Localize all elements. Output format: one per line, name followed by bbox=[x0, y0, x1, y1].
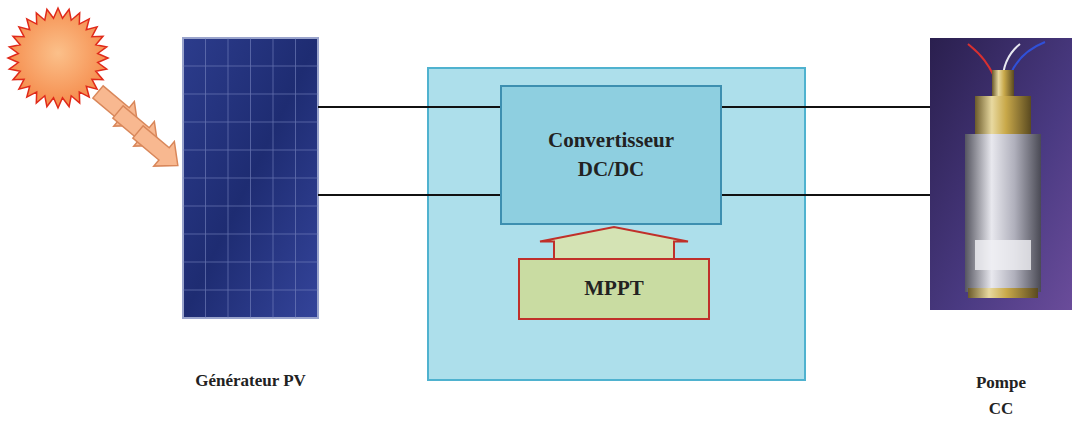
pump-body bbox=[965, 134, 1041, 194]
pv-grid-line bbox=[183, 150, 318, 151]
pump-picture bbox=[930, 38, 1072, 310]
wire-line bbox=[318, 194, 500, 196]
sunlight-arrows bbox=[88, 80, 188, 178]
ray-arrow bbox=[128, 120, 188, 178]
pv-grid-line bbox=[183, 262, 318, 263]
wire-line bbox=[722, 194, 930, 196]
wire-connector bbox=[318, 107, 500, 108]
pump-fitting bbox=[992, 70, 1014, 98]
mppt-box: MPPT bbox=[518, 258, 710, 320]
dc-pump: Pompe CC bbox=[930, 38, 1072, 310]
block-label: MPPT bbox=[584, 274, 643, 303]
converter-box: Convertisseur DC/DC bbox=[500, 85, 722, 225]
control-block-arrow bbox=[540, 227, 688, 259]
wire-connector bbox=[722, 195, 930, 196]
pv-generator: Générateur PV bbox=[183, 38, 318, 318]
pump-head bbox=[975, 96, 1031, 136]
pv-grid-line bbox=[183, 234, 318, 235]
wire-connector bbox=[722, 107, 930, 108]
sun-icon bbox=[8, 8, 108, 108]
pump-sticker bbox=[975, 240, 1031, 270]
pv-frame bbox=[183, 38, 318, 318]
component-label: Générateur PV bbox=[166, 368, 336, 394]
component-label: Pompe CC bbox=[966, 370, 1036, 423]
wire-connector bbox=[318, 195, 500, 196]
pv-grid-line bbox=[183, 66, 318, 67]
wire-line bbox=[318, 106, 500, 108]
block-label: Convertisseur DC/DC bbox=[531, 126, 691, 185]
pump-background bbox=[930, 38, 1072, 310]
block-arrow-shape bbox=[540, 227, 688, 259]
pv-grid-line bbox=[183, 206, 318, 207]
pump-motor bbox=[965, 192, 1041, 292]
pv-grid-line bbox=[183, 290, 318, 291]
wire-line bbox=[722, 106, 930, 108]
pv-grid-line bbox=[183, 94, 318, 95]
pv-grid-line bbox=[183, 122, 318, 123]
pv-cell-grid bbox=[183, 38, 318, 318]
controller-enclosure bbox=[428, 68, 805, 380]
pv-grid-line bbox=[183, 178, 318, 179]
pv-panel-picture bbox=[183, 38, 318, 318]
pump-base bbox=[968, 288, 1038, 298]
sun-shape bbox=[8, 8, 108, 108]
